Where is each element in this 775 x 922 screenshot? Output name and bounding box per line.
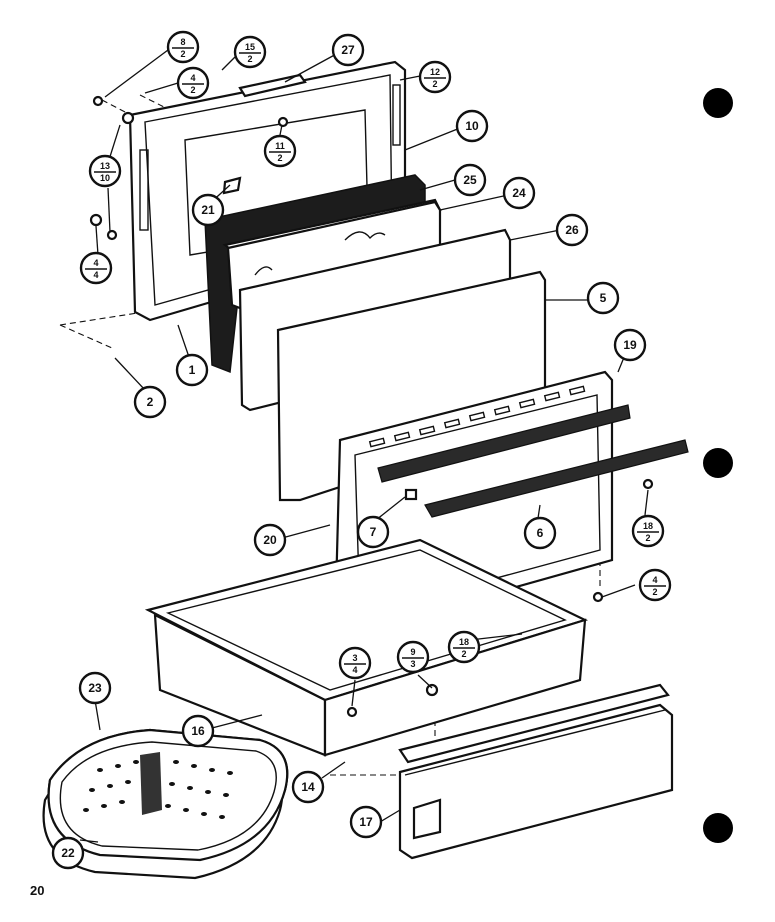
callout-label: 1 [189, 363, 196, 377]
callout-16: 16 [181, 714, 215, 748]
callout-bottom: 2 [461, 649, 466, 659]
callout-21: 21 [191, 193, 225, 227]
binder-hole-top [703, 88, 733, 118]
drawer-tray [144, 538, 588, 757]
binder-hole-bottom [703, 813, 733, 843]
callout-bottom: 2 [645, 533, 650, 543]
callout-20: 20 [253, 523, 287, 557]
callout-17: 17 [349, 805, 383, 839]
callout-6: 6 [523, 516, 557, 550]
callout-label: 16 [191, 724, 205, 738]
callout-5: 5 [586, 281, 620, 315]
callout-bottom: 4 [352, 665, 357, 675]
callout-bottom: 4 [93, 270, 98, 280]
callout-label: 23 [88, 681, 102, 695]
callout-4-4: 4 4 [79, 251, 113, 285]
callout-label: 22 [61, 846, 75, 860]
callout-label: 6 [537, 526, 544, 540]
callout-15-2: 15 2 [233, 35, 267, 69]
callout-top: 15 [245, 42, 255, 52]
callout-26: 26 [555, 213, 589, 247]
callout-top: 4 [93, 258, 98, 268]
page-number: 20 [30, 883, 45, 898]
callout-14: 14 [291, 770, 325, 804]
callout-bottom: 2 [432, 79, 437, 89]
callout-bottom: 2 [247, 54, 252, 64]
callout-label: 2 [147, 395, 154, 409]
rail-screw [642, 478, 654, 490]
callout-9-3: 9 3 [396, 640, 430, 674]
callout-3-4: 3 4 [338, 646, 372, 680]
lower-rail [424, 439, 689, 518]
callout-1: 1 [175, 353, 209, 387]
frame-screw [592, 591, 604, 603]
callout-top: 11 [275, 141, 285, 151]
callout-top: 12 [430, 67, 440, 77]
callout-label: 25 [463, 173, 477, 187]
trim-screw [425, 683, 439, 697]
callout-8-2: 8 2 [166, 30, 200, 64]
frame-vent-slots [368, 385, 586, 448]
callout-top: 9 [410, 647, 415, 657]
callout-label: 10 [465, 119, 479, 133]
callout-label: 21 [201, 203, 215, 217]
callout-top: 3 [352, 653, 357, 663]
callout-label: 19 [623, 338, 637, 352]
drawer-front-panel [398, 703, 674, 860]
callout-11-2: 11 2 [263, 134, 297, 168]
callout-22: 22 [51, 836, 85, 870]
callout-13-10: 13 10 [88, 154, 122, 188]
callout-bottom: 3 [410, 659, 415, 669]
callout-label: 17 [359, 815, 373, 829]
callout-label: 5 [600, 291, 607, 305]
callout-27: 27 [331, 33, 365, 67]
upper-rail [377, 404, 631, 483]
callout-bottom: 2 [190, 85, 195, 95]
grid-slots [83, 752, 233, 819]
callout-top: 13 [100, 161, 110, 171]
callout-18-2-right: 18 2 [631, 514, 665, 548]
callout-7: 7 [356, 515, 390, 549]
callout-top: 18 [643, 521, 653, 531]
callout-bottom: 2 [652, 587, 657, 597]
callout-bottom: 2 [180, 49, 185, 59]
callout-2: 2 [133, 385, 167, 419]
callout-24: 24 [502, 176, 536, 210]
callout-label: 26 [565, 223, 579, 237]
callout-4-2-lower: 4 2 [638, 568, 672, 602]
callout-top: 4 [190, 73, 195, 83]
callout-12-2: 12 2 [418, 60, 452, 94]
clip-part [404, 488, 418, 501]
callout-19: 19 [613, 328, 647, 362]
binder-hole-middle [703, 448, 733, 478]
callout-10: 10 [455, 109, 489, 143]
callout-bottom: 10 [100, 173, 110, 183]
callout-label: 24 [512, 186, 526, 200]
callout-label: 27 [341, 43, 355, 57]
callout-bottom: 2 [277, 153, 282, 163]
callout-4-2-upper: 4 2 [176, 66, 210, 100]
callout-top: 18 [459, 637, 469, 647]
callout-label: 20 [263, 533, 277, 547]
callout-label: 7 [370, 525, 377, 539]
callout-top: 4 [652, 575, 657, 585]
trim-strip [398, 683, 670, 764]
callout-18-2-center: 18 2 [447, 630, 481, 664]
callout-25: 25 [453, 163, 487, 197]
callout-label: 14 [301, 780, 315, 794]
callout-23: 23 [78, 671, 112, 705]
callout-top: 8 [180, 37, 185, 47]
